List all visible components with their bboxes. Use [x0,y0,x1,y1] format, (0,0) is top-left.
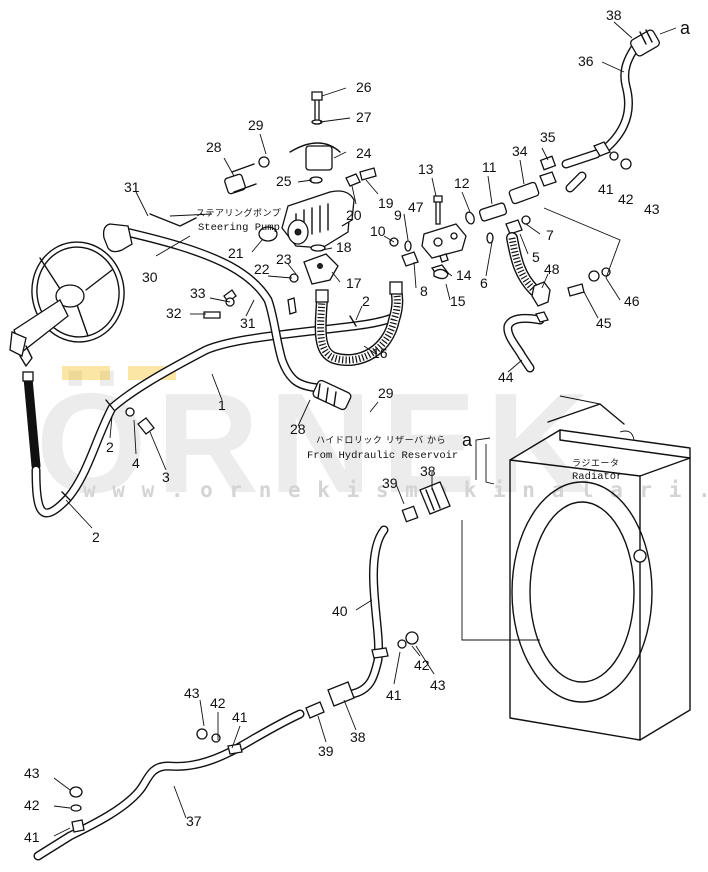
callout: 6 [480,275,488,291]
callout: 10 [370,223,386,239]
callout: 41 [232,709,248,725]
callout: 34 [512,143,528,159]
callout: 39 [382,475,398,491]
leader-lines [53,21,633,837]
hydraulic-reservoir-label-jp: ハイドロリック リザーバ から [316,435,446,446]
callout: 19 [378,195,394,211]
connection-mark: a [680,18,691,38]
callout: 46 [624,293,640,309]
callout: 35 [540,129,556,145]
callout: 4 [132,455,140,471]
pipe-30 [102,213,323,393]
connection-lines [461,27,677,641]
radiator [509,395,691,741]
callout: 28 [206,139,222,155]
callout: 3 [162,469,170,485]
callout: 2 [106,439,114,455]
callout: 14 [456,267,472,283]
steering-pump-label-jp: ステアリングポンプ [196,207,281,219]
callout: 17 [346,275,362,291]
callout: 39 [318,743,334,759]
callout: 48 [544,261,560,277]
watermark-url: w w w . o r n e k i s m a k i n a l a r … [83,478,708,502]
annotations: ステアリングポンプ Steering Pump ハイドロリック リザーバ から … [196,207,622,483]
callout: 43 [24,765,40,781]
callout: 29 [378,385,394,401]
callout: 42 [210,695,226,711]
callout: 42 [24,797,40,813]
callout: 9 [394,207,402,223]
callout: 47 [408,199,424,215]
callout: 37 [186,813,202,829]
callout: 26 [356,79,372,95]
callout: 5 [532,249,540,265]
callout: 43 [644,201,660,217]
callout: 22 [254,261,270,277]
callout: 2 [92,529,100,545]
hydraulic-reservoir-label: From Hydraulic Reservoir [307,450,458,462]
callout: 30 [142,269,158,285]
callout: 20 [346,207,362,223]
callout: 24 [356,145,372,161]
callout: 38 [606,7,622,23]
callout: 40 [332,603,348,619]
hose-28 [312,379,352,411]
callout: 8 [420,283,428,299]
callout: 13 [418,161,434,177]
callout: 33 [190,285,206,301]
callouts: 38 a 36 26 27 29 24 28 35 34 41 42 43 25… [24,7,691,845]
hose-16 [314,281,404,366]
callout: 31 [124,179,140,195]
callout: 31 [240,315,256,331]
callout: 18 [336,239,352,255]
callout: 1 [218,397,226,413]
callout: 42 [414,657,430,673]
callout: 15 [450,293,466,309]
steering-wheel [9,241,125,471]
callout: 28 [290,421,306,437]
callout: 16 [372,345,388,361]
radiator-label-jp: ラジエータ [572,458,619,469]
steering-pump [281,190,355,249]
callout: 27 [356,109,372,125]
radiator-label: Radiator [572,471,622,483]
valve-block [389,155,557,280]
callout: 25 [276,173,292,189]
callout: 41 [386,687,402,703]
callout: 21 [228,245,244,261]
callout: 41 [24,829,40,845]
callout: 32 [166,305,182,321]
pipe-40 [305,481,451,719]
callout: 44 [498,369,514,385]
callout: 38 [420,463,436,479]
pipe-36 [561,29,660,193]
hose-44 [503,207,621,373]
callout: 7 [546,227,554,243]
connection-mark: a [462,430,473,450]
watermark-umlaut-left [62,366,110,380]
callout: 43 [430,677,446,693]
callout: 41 [598,181,614,197]
steering-pump-label: Steering Pump [198,222,280,234]
callout: 2 [362,293,370,309]
callout: 45 [596,315,612,331]
callout: 43 [184,685,200,701]
callout: 23 [276,251,292,267]
pipe-37 [33,709,305,861]
callout: 11 [482,159,497,175]
callout: 38 [350,729,366,745]
callout: 36 [578,53,594,69]
callout: 42 [618,191,634,207]
pump-fittings [125,91,377,435]
callout: 12 [454,175,470,191]
callout: 29 [248,117,264,133]
